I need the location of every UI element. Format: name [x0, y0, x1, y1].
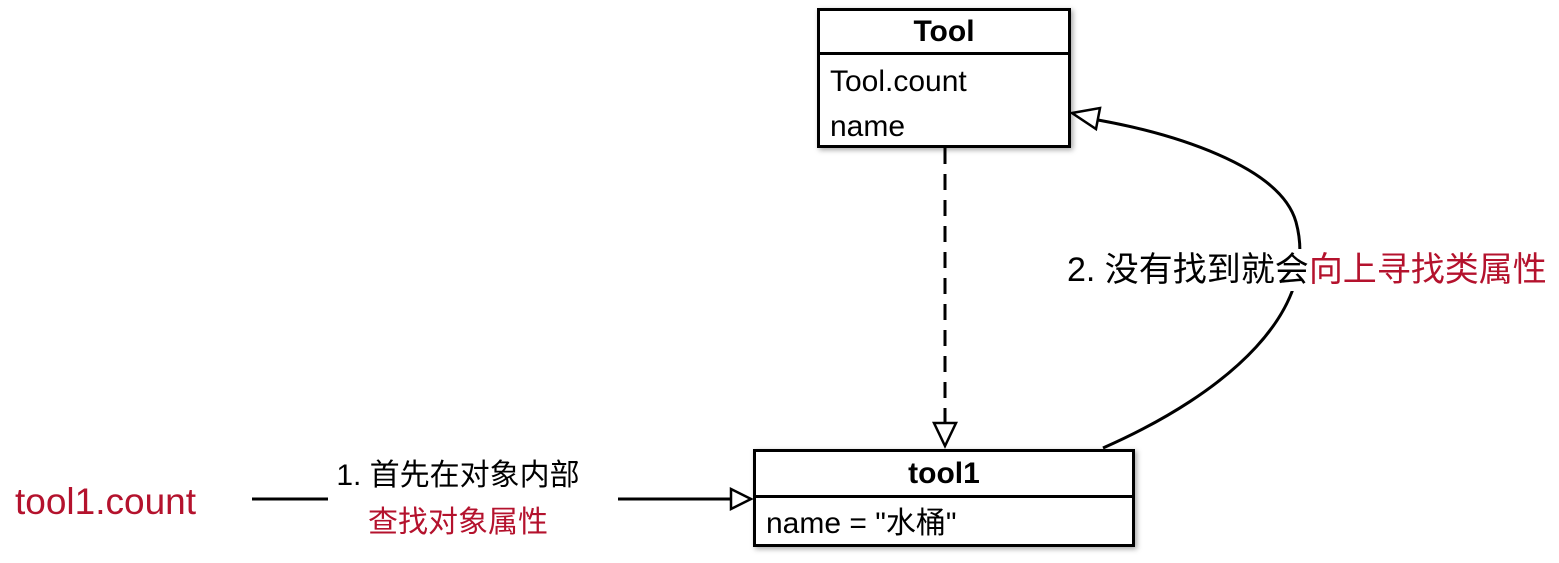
- instance-attribute-name: name = "水桶": [766, 507, 957, 540]
- class-attribute-count: Tool.count: [830, 65, 967, 98]
- instance-box-title: tool1: [756, 452, 1132, 498]
- lookup-expression: tool1.count: [15, 481, 197, 522]
- class-attribute-name: name: [830, 110, 906, 143]
- class-lookup-arrowhead-icon: [1068, 106, 1102, 132]
- step1-annotation: 1. 首先在对象内部 查找对象属性: [333, 452, 583, 546]
- step1-arrowhead-icon: [729, 486, 754, 512]
- dashed-instance-arrowhead-icon: [932, 421, 958, 449]
- class-box-body: Tool.count name: [820, 55, 1068, 149]
- step1-text-black: 1. 首先在对象内部: [336, 459, 580, 492]
- step2-text-red: 向上寻找类属性: [1308, 251, 1547, 289]
- class-box-tool: Tool Tool.count name: [817, 8, 1071, 148]
- step1-text-red: 查找对象属性: [368, 506, 548, 539]
- class-lookup-curve-line: [1097, 118, 1302, 450]
- instance-box-tool1: tool1 name = "水桶": [753, 449, 1135, 547]
- instance-box-body: name = "水桶": [756, 498, 1132, 546]
- step2-text-black: 2. 没有找到就会: [1067, 251, 1309, 289]
- class-box-title: Tool: [820, 11, 1068, 55]
- step2-annotation: 2. 没有找到就会向上寻找类属性: [1063, 249, 1551, 291]
